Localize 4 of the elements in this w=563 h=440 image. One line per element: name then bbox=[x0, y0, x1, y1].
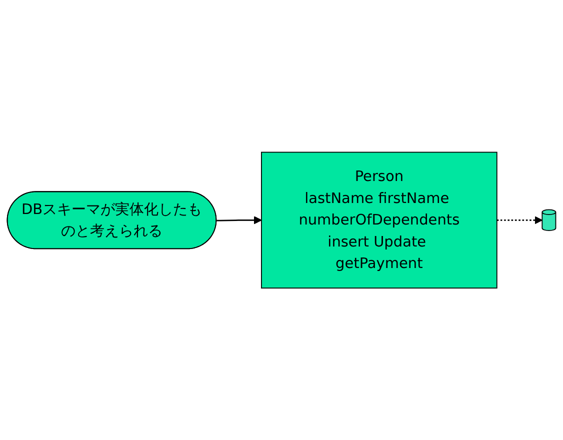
arrow bbox=[216, 216, 262, 224]
arrow bbox=[496, 216, 543, 224]
node-box: Person lastName firstName numberOfDependents insert Update getPayment bbox=[261, 152, 498, 288]
node-cylinder bbox=[542, 209, 556, 231]
